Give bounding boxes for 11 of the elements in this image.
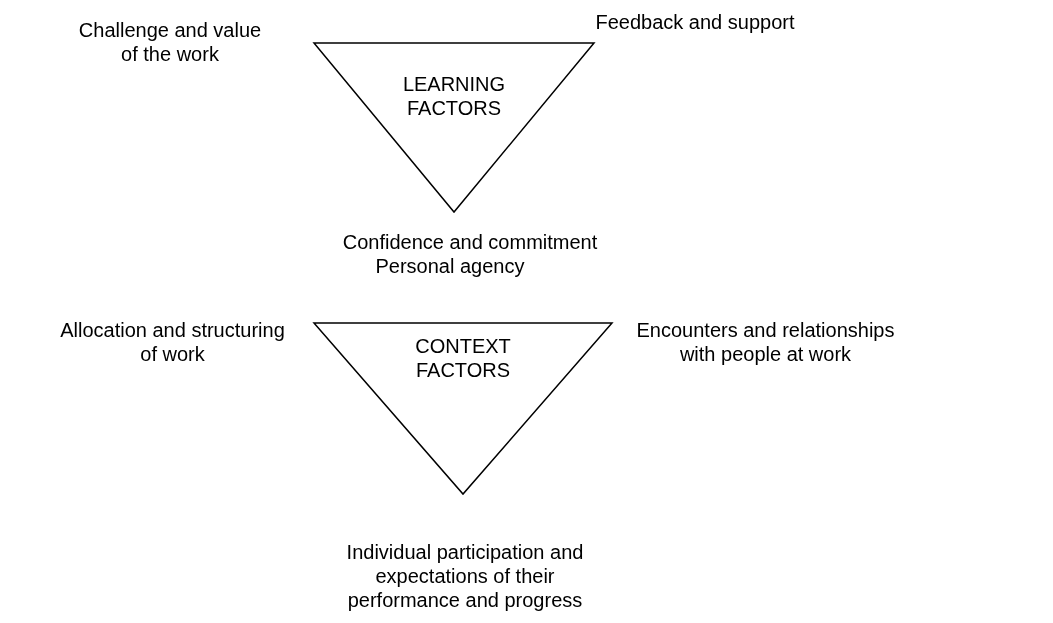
factor-label: Personal agency xyxy=(374,254,526,278)
factor-label: Encounters and relationships with people at work xyxy=(635,318,896,366)
factor-label: Challenge and value of the work xyxy=(77,18,263,66)
factor-label: Individual participation and expectations of their performance and progress xyxy=(345,540,585,612)
factor-label: Feedback and support xyxy=(594,10,796,34)
inverted-triangle xyxy=(313,322,613,495)
triangle-label: LEARNING FACTORS xyxy=(401,72,507,120)
factor-label: Allocation and structuring of work xyxy=(59,318,286,366)
triangle-label: CONTEXT FACTORS xyxy=(414,334,512,382)
inverted-triangle xyxy=(313,42,595,213)
factor-label: Confidence and commitment xyxy=(341,230,599,254)
